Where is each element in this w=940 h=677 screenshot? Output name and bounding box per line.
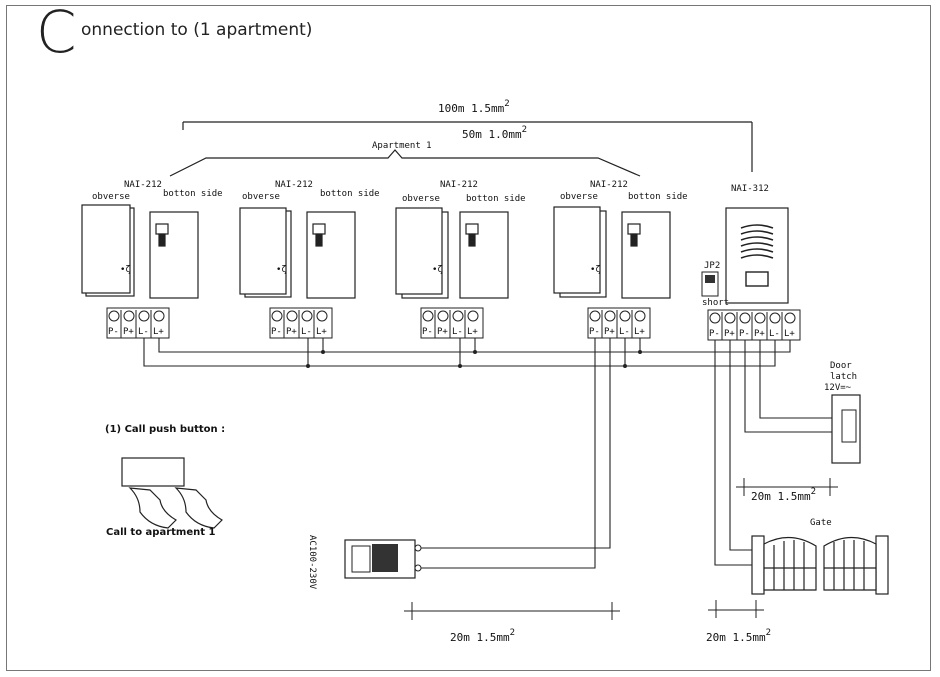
- jumper-label: JP2: [704, 261, 720, 271]
- speaker-grille-icon: [740, 224, 774, 259]
- door-station-terminal: [707, 309, 801, 341]
- terminal-l-plus: L+: [316, 327, 327, 337]
- gate: [751, 535, 889, 595]
- terminal-l-plus: L+: [634, 327, 645, 337]
- door-latch: Door latch 12V=~: [824, 361, 861, 464]
- monitor-key-icon: •ζ: [590, 265, 601, 275]
- terminal-p-minus: P-: [589, 327, 600, 337]
- monitor-key-icon: •ζ: [120, 265, 131, 275]
- monitor-1: NAI-212 obverse botton side •ζ: [81, 180, 223, 299]
- diagram-frame: [6, 5, 931, 671]
- monitor-3-terminal: [420, 307, 484, 339]
- terminal-l-minus: L-: [301, 327, 312, 337]
- monitor-4: NAI-212 obverse botton side •ζ: [553, 180, 688, 299]
- title-text: onnection to (1 apartment): [81, 20, 313, 40]
- monitor-front-label: obverse: [402, 194, 440, 204]
- door-latch-label-2: latch: [830, 372, 857, 382]
- ds-terminal-2: P+: [724, 329, 735, 339]
- main-cable-top-label: 100m 1.5mm2: [438, 99, 510, 115]
- call-button-caption: Call to apartment 1: [106, 527, 216, 538]
- ds-terminal-1: P-: [709, 329, 720, 339]
- monitor-1-terminal: [106, 307, 170, 339]
- gate-run-label: 20m 1.5mm2: [706, 628, 771, 644]
- power-supply: AC100-230V: [307, 535, 422, 590]
- monitor-back-label: botton side: [628, 192, 688, 202]
- ds-terminal-3: P-: [739, 329, 750, 339]
- terminal-p-plus: P+: [123, 327, 134, 337]
- monitor-2-terminal: [269, 307, 333, 339]
- ds-terminal-5: L-: [769, 329, 780, 339]
- terminal-p-minus: P-: [271, 327, 282, 337]
- terminal-l-plus: L+: [153, 327, 164, 337]
- call-push-button-illustration: [121, 457, 223, 529]
- main-cable-bottom-label: 50m 1.0mm2: [462, 125, 527, 141]
- terminal-p-minus: P-: [108, 327, 119, 337]
- monitor-3: NAI-212 obverse botton side •ζ: [395, 180, 526, 299]
- door-station: NAI-312 JP2 short: [701, 184, 789, 308]
- ds-terminal-4: P+: [754, 329, 765, 339]
- apartment-label: Apartment 1: [372, 141, 432, 151]
- monitor-key-icon: •ζ: [432, 265, 443, 275]
- monitor-model: NAI-212: [124, 180, 162, 190]
- terminal-l-minus: L-: [619, 327, 630, 337]
- terminal-p-plus: P+: [437, 327, 448, 337]
- title-initial: C: [36, 0, 77, 66]
- terminal-p-minus: P-: [422, 327, 433, 337]
- door-latch-run-label: 20m 1.5mm2: [751, 487, 816, 503]
- door-latch-label-1: Door: [830, 361, 852, 371]
- terminal-p-plus: P+: [604, 327, 615, 337]
- monitor-model: NAI-212: [275, 180, 313, 190]
- door-station-button: [745, 271, 769, 287]
- door-latch-label-3: 12V=~: [824, 383, 852, 393]
- ds-terminal-6: L+: [784, 329, 795, 339]
- monitor-key-icon: •ζ: [276, 265, 287, 275]
- monitor-back-label: botton side: [466, 194, 526, 204]
- door-station-model: NAI-312: [731, 184, 769, 194]
- call-button-heading: (1) Call push button :: [105, 424, 225, 435]
- terminal-l-plus: L+: [467, 327, 478, 337]
- monitor-front-label: obverse: [560, 192, 598, 202]
- monitor-2: NAI-212 obverse botton side •ζ: [239, 180, 380, 299]
- monitor-4-terminal: [587, 307, 651, 339]
- monitor-model: NAI-212: [440, 180, 478, 190]
- jumper-note: short: [702, 298, 729, 308]
- terminal-l-minus: L-: [138, 327, 149, 337]
- monitor-back-label: botton side: [163, 189, 223, 199]
- bus-wires: [143, 338, 832, 569]
- monitor-front-label: obverse: [242, 192, 280, 202]
- gate-label: Gate: [810, 518, 832, 528]
- power-run-label: 20m 1.5mm2: [450, 628, 515, 644]
- terminal-l-minus: L-: [452, 327, 463, 337]
- terminal-p-plus: P+: [286, 327, 297, 337]
- monitor-back-label: botton side: [320, 189, 380, 199]
- monitor-front-label: obverse: [92, 192, 130, 202]
- monitor-model: NAI-212: [590, 180, 628, 190]
- power-supply-label: AC100-230V: [307, 535, 317, 590]
